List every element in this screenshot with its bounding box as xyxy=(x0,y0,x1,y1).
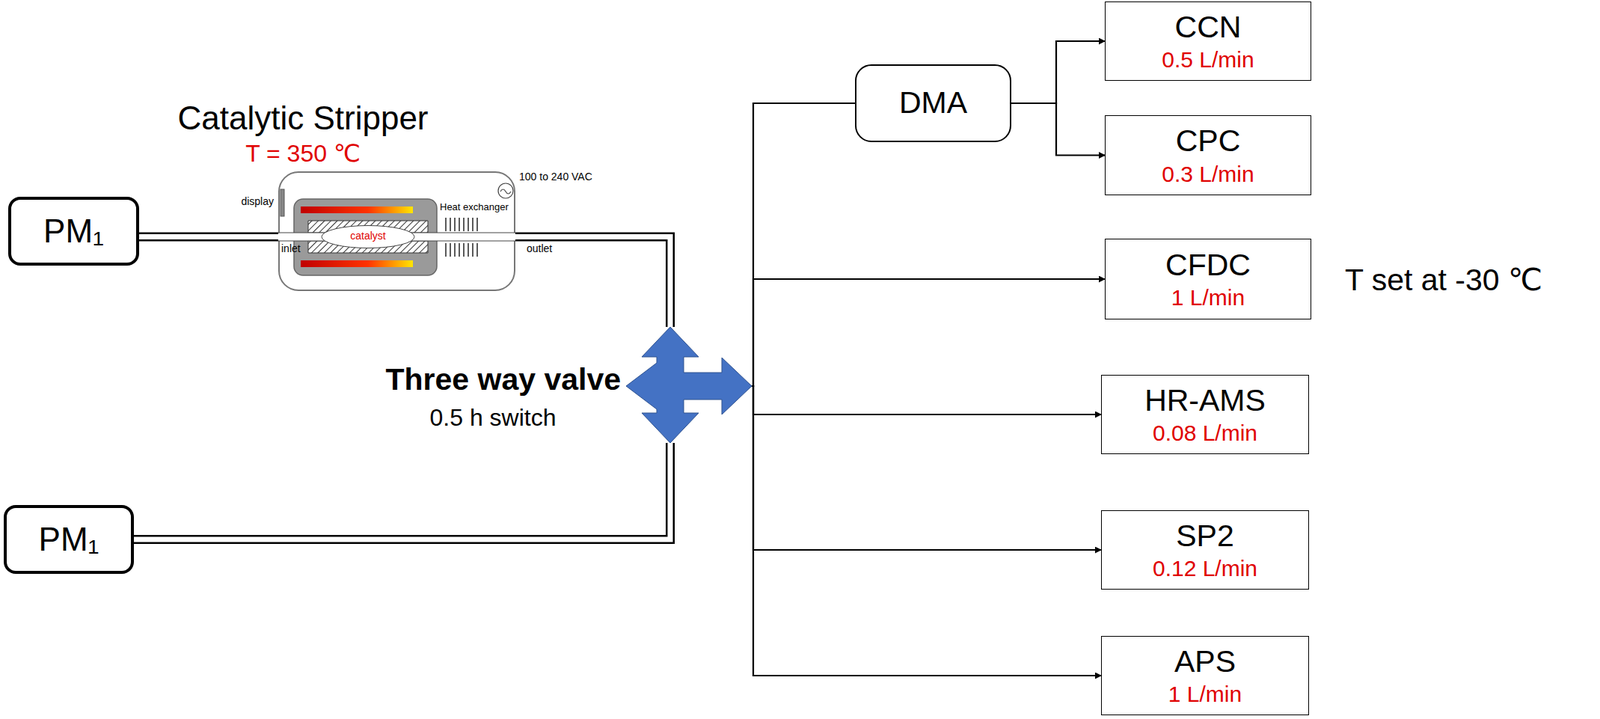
tube-wall xyxy=(133,442,671,540)
instrument-name: CPC xyxy=(1175,124,1241,158)
instrument-name: SP2 xyxy=(1175,519,1235,553)
dma-node: DMA xyxy=(854,64,1012,143)
part-label: outlet xyxy=(526,243,553,255)
inst-node: CCN0.5 L/min xyxy=(1104,1,1312,81)
flow-rate: 0.5 L/min xyxy=(1161,47,1254,72)
note: T set at -30 ℃ xyxy=(1344,263,1543,297)
inst-node: SP20.12 L/min xyxy=(1101,510,1310,590)
flow-rate: 0.3 L/min xyxy=(1161,161,1254,187)
tube-bore xyxy=(515,237,671,328)
inst-node: HR-AMS0.08 L/min xyxy=(1101,374,1310,455)
three-way-valve-symbol xyxy=(626,326,752,443)
sample-tube xyxy=(515,237,671,328)
flow-path xyxy=(1011,41,1105,104)
inst-node: CFDC1 L/min xyxy=(1104,238,1312,320)
inlet-label: PM₁ xyxy=(43,213,104,250)
flow-path xyxy=(751,279,1105,386)
flow-rate: 0.08 L/min xyxy=(1152,420,1258,446)
flow-path xyxy=(751,385,1102,676)
stripper-node: Catalytic StripperT = 350 ℃ xyxy=(278,171,516,291)
instrument-name: CFDC xyxy=(1165,248,1251,283)
instrument-name: HR-AMS xyxy=(1144,383,1266,418)
inlet-label: PM₁ xyxy=(38,521,100,558)
part-label: inlet xyxy=(281,243,301,255)
tube-bore xyxy=(133,442,671,540)
flow-line xyxy=(1011,41,1105,104)
flow-path xyxy=(751,103,855,386)
catalytic-stripper-illustration xyxy=(278,171,516,291)
flow-rate: 1 L/min xyxy=(1171,284,1245,310)
flow-path xyxy=(751,385,1102,550)
part-label: catalyst xyxy=(348,230,387,242)
flow-path xyxy=(1011,103,1105,156)
part-label: display xyxy=(240,195,274,208)
flow-line xyxy=(751,385,1102,676)
stripper-title: Catalytic Stripper xyxy=(177,100,428,137)
sample-tube xyxy=(139,236,279,238)
flow-line xyxy=(751,385,1102,415)
instrument-name: CCN xyxy=(1175,10,1242,45)
flow-line xyxy=(1011,103,1105,156)
valve-title: Three way valve xyxy=(385,362,621,397)
flow-rate: 1 L/min xyxy=(1168,681,1242,707)
switch-interval: 0.5 h switch xyxy=(430,404,557,431)
part-label: 100 to 240 VAC xyxy=(519,171,593,183)
flow-line xyxy=(751,103,855,386)
tube-wall xyxy=(139,232,279,242)
inst-node: APS1 L/min xyxy=(1101,635,1310,716)
instrument-name: DMA xyxy=(899,86,968,120)
tube-bore xyxy=(139,234,279,240)
temperature-setting: T = 350 ℃ xyxy=(245,140,361,167)
flow-path xyxy=(751,385,1102,415)
sample-tube xyxy=(133,442,671,540)
pm-node: PM₁ xyxy=(8,196,140,266)
flow-line xyxy=(751,279,1105,386)
flow-rate: 0.12 L/min xyxy=(1152,555,1258,581)
pm-node: PM₁ xyxy=(3,504,134,574)
instrument-name: APS xyxy=(1174,644,1236,679)
valve-node: Three way valve0.5 h switch xyxy=(626,326,752,443)
inst-node: CPC 0.3 L/min xyxy=(1104,115,1312,196)
tube-wall xyxy=(515,237,671,328)
flow-line xyxy=(751,385,1102,550)
part-label: Heat exchanger xyxy=(439,201,509,213)
